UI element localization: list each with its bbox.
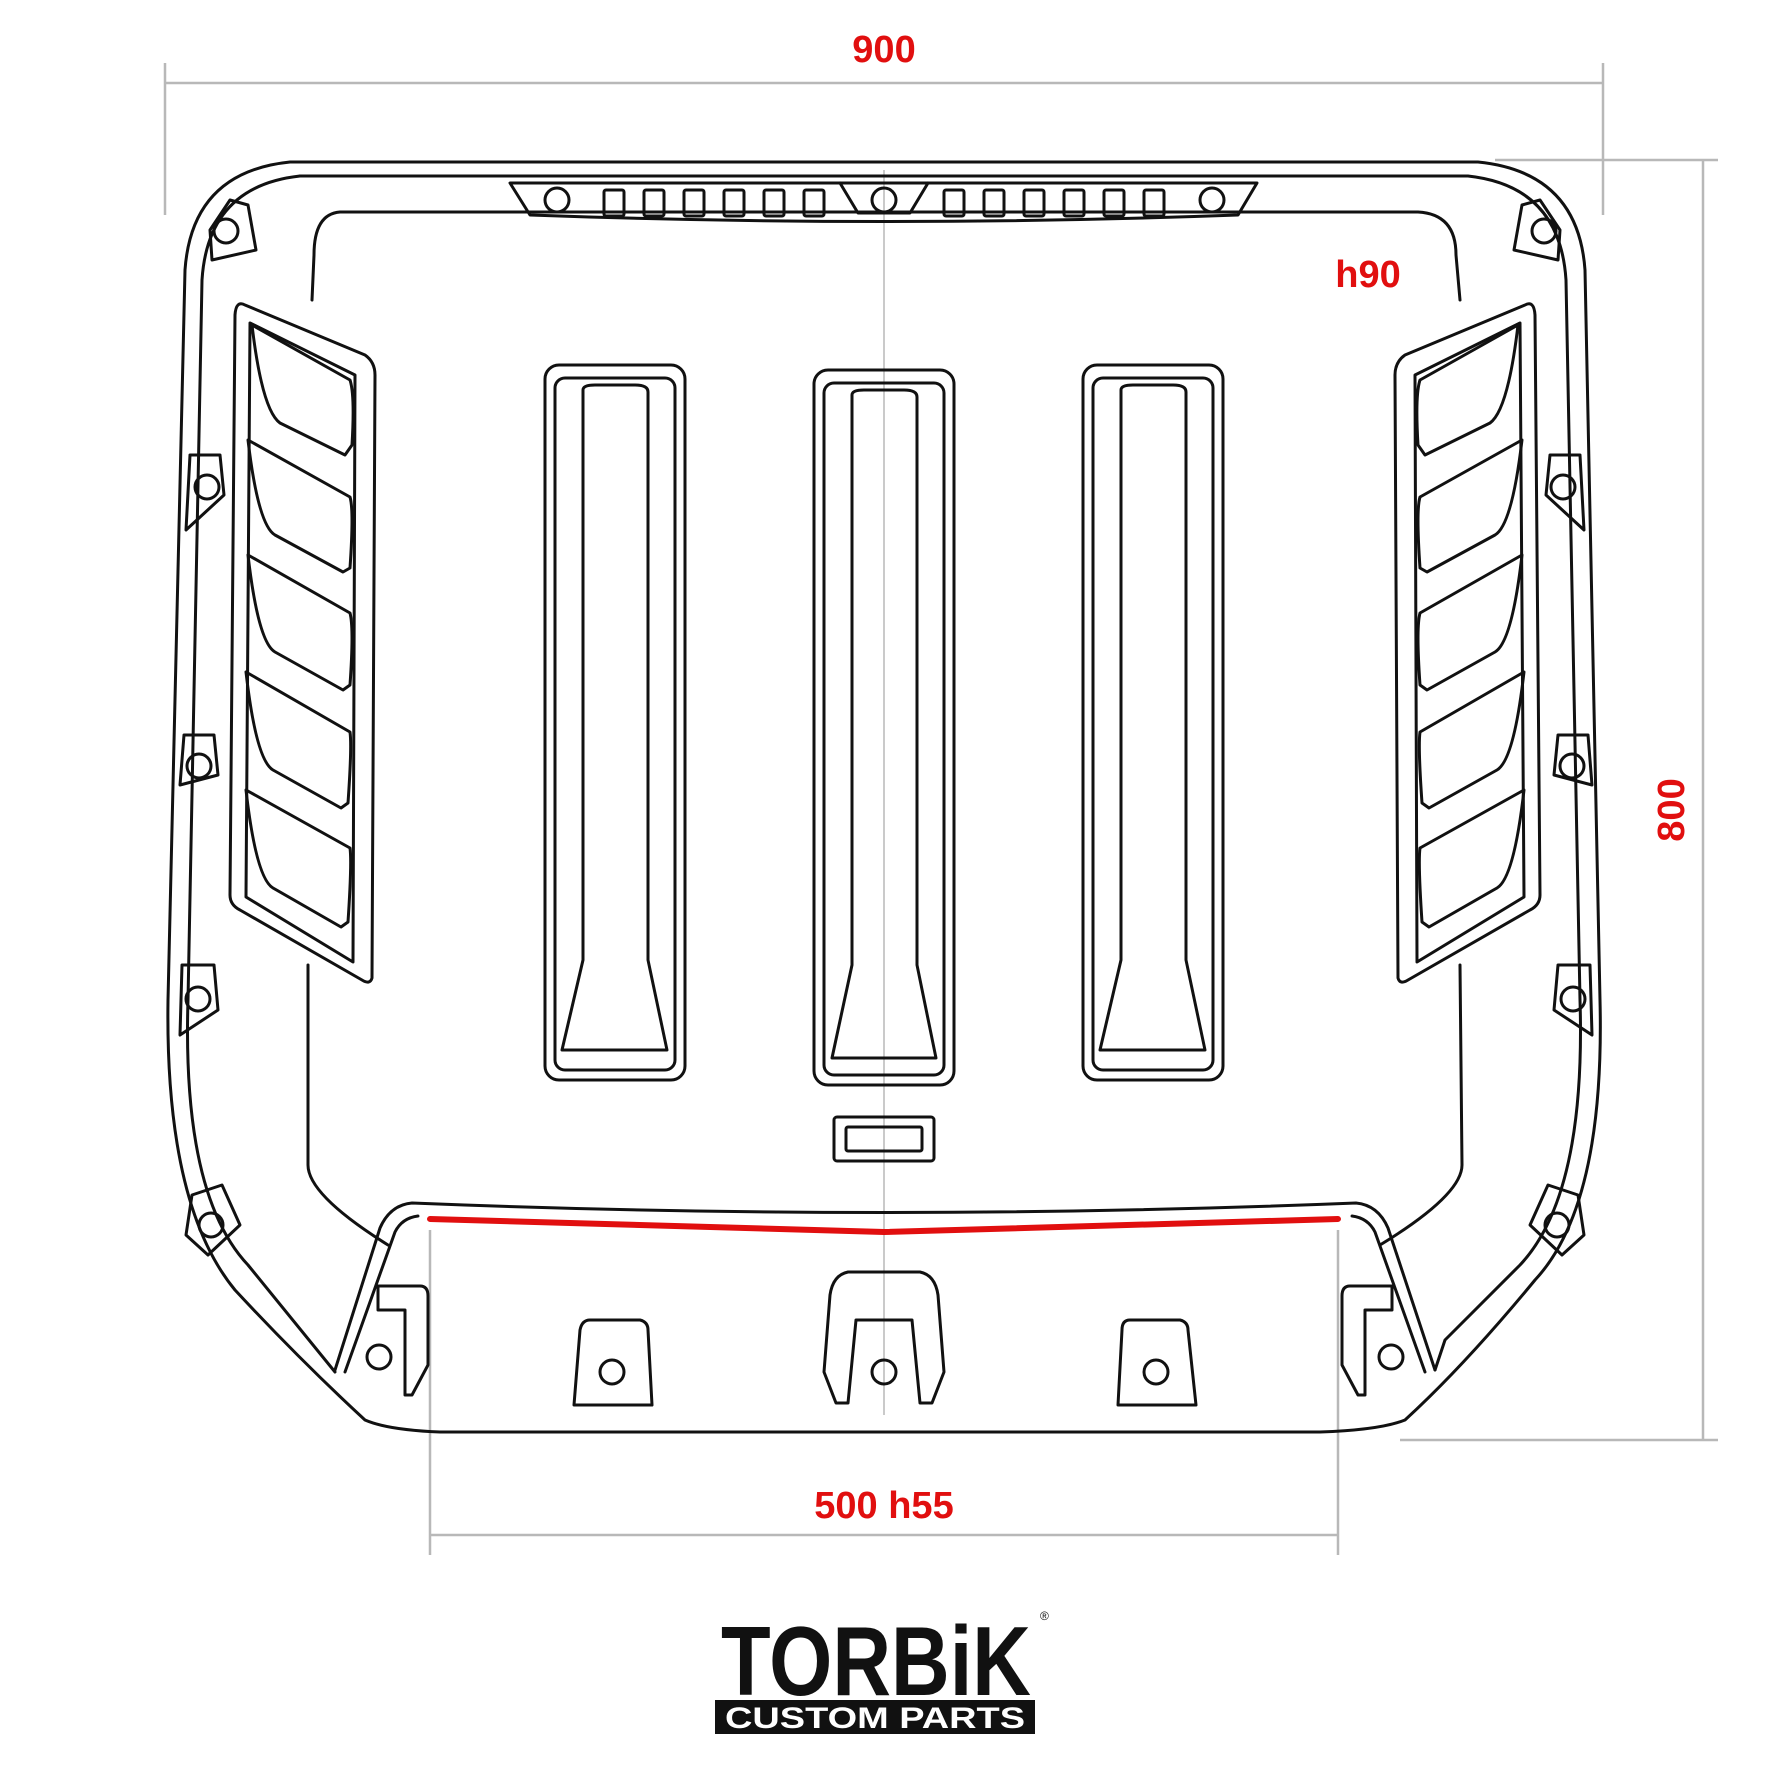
top-bolt-right (1198, 186, 1226, 214)
hood-outer-edge (166, 160, 1602, 1434)
center-badge-slot (832, 1115, 936, 1163)
logo-tagline-text: CUSTOM PARTS (725, 1702, 1025, 1735)
height-dimension-label: 800 (1651, 778, 1693, 841)
scoop-left (543, 363, 687, 1082)
mounting-tabs (178, 198, 1594, 1257)
scoop-right (1081, 363, 1225, 1082)
lip-dimension-label: 500 h55 (814, 1485, 953, 1527)
logo-brand-text: TORBiK (721, 1606, 1031, 1716)
top-bolt-left (543, 186, 571, 214)
front-lip-top (333, 1201, 1437, 1372)
hood-outline (166, 160, 1602, 1434)
width-dimension-label: 900 (852, 29, 915, 71)
dimension-lines (163, 63, 1718, 1555)
top-vent-strip (508, 181, 1259, 223)
right-louver-block (1393, 302, 1542, 984)
scoop-height-label: h90 (1335, 254, 1400, 296)
lip-highlight-line (427, 1216, 1341, 1236)
hood-inner-edge-left (186, 174, 337, 1374)
top-vent-slots (602, 188, 1166, 218)
logo-tagline-bar (715, 1700, 1035, 1734)
scoop-center (812, 368, 956, 1087)
left-louver-block (228, 302, 377, 984)
raised-center-panel (306, 210, 1464, 1247)
front-lip-inner (343, 1214, 1427, 1374)
logo-registered-mark: ® (1040, 1609, 1049, 1623)
front-lip-brackets (365, 1270, 1405, 1407)
hood-inner-edge (298, 174, 1582, 1372)
torbik-logo: TORBiK ® CUSTOM PARTS (715, 1606, 1049, 1735)
